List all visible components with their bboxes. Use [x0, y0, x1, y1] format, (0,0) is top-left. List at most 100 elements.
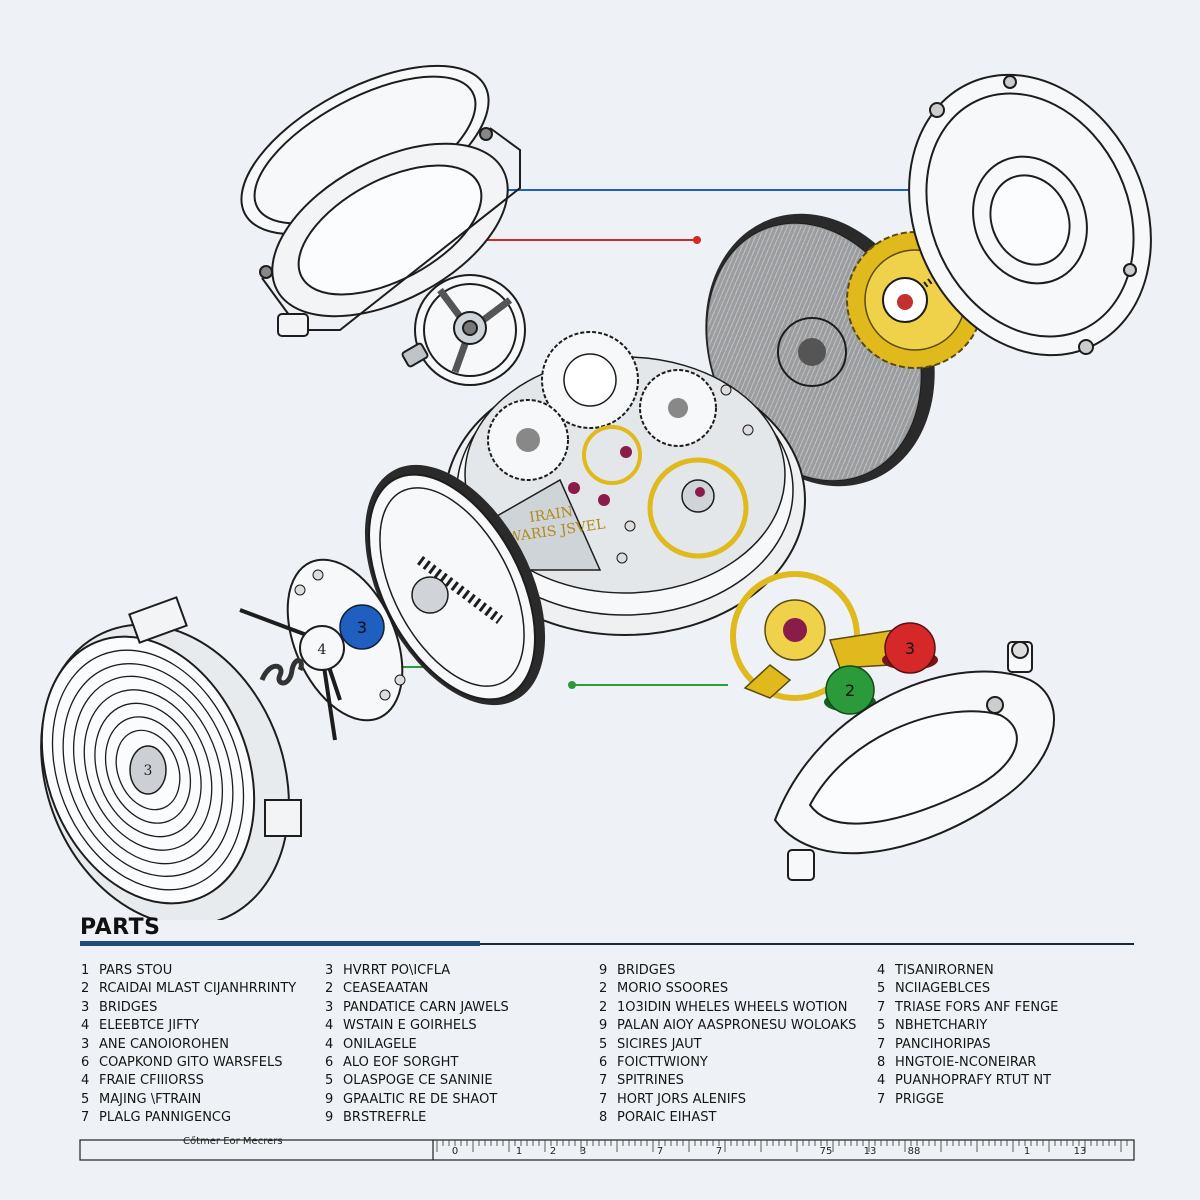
- parts-item-label: FRAIE CFIIIORSS: [99, 1073, 204, 1089]
- parts-item-number: 4: [877, 1073, 886, 1089]
- parts-item-label: PALAN AIOY AASPRONESU WOLOAKS: [617, 1018, 857, 1034]
- parts-list-item: 4 PUANHOPRAFY RTUT NT: [877, 1072, 1157, 1090]
- parts-item-label: HVRRT PO\ICFLA: [343, 963, 451, 978]
- parts-item-label: PRIGGE: [895, 1091, 945, 1107]
- scale-label: 13: [864, 1146, 877, 1157]
- parts-list-item: 7 PANCIHORIPAS: [877, 1036, 1157, 1054]
- parts-item-label: WSTAIN E GOIRHELS: [343, 1018, 477, 1034]
- parts-rule-accent: [80, 941, 480, 946]
- parts-item-number: 3: [81, 999, 90, 1015]
- scale-frame: [79, 1139, 1135, 1161]
- parts-item-number: 1: [81, 963, 90, 978]
- parts-item-label: BRIDGES: [99, 999, 158, 1015]
- parts-item-number: 5: [877, 981, 886, 997]
- parts-list-item: 2 1O3IDIN WHELES WHEELS WOTION: [599, 999, 879, 1017]
- parts-item-number: 9: [325, 1091, 334, 1107]
- parts-item-number: 7: [599, 1073, 608, 1089]
- parts-title: PARTS: [80, 915, 161, 940]
- parts-item-label: OLASPOGE CE SANINIE: [343, 1073, 493, 1089]
- parts-list-item: 5 SICIRES JAUT: [599, 1036, 879, 1054]
- parts-item-number: 7: [877, 1036, 886, 1052]
- parts-list-item: 2 CEASEAATAN: [325, 980, 605, 998]
- parts-item-label: SICIRES JAUT: [617, 1036, 702, 1052]
- scale-label: 75: [820, 1146, 833, 1157]
- parts-item-number: 7: [877, 1091, 886, 1107]
- parts-list-item: 6 FOICTTWIONY: [599, 1054, 879, 1072]
- parts-item-label: PANCIHORIPAS: [895, 1036, 991, 1052]
- parts-list-item: 5 OLASPOGE CE SANINIE: [325, 1072, 605, 1090]
- parts-item-number: 5: [325, 1073, 334, 1089]
- parts-item-number: 3: [325, 999, 334, 1015]
- parts-list-item: 7 HORT JORS ALENIFS: [599, 1091, 879, 1109]
- parts-item-label: 1O3IDIN WHELES WHEELS WOTION: [617, 999, 848, 1015]
- parts-item-number: 9: [325, 1110, 334, 1126]
- parts-list-item: 4 TISANIRORNEN: [877, 962, 1157, 980]
- parts-item-number: 4: [81, 1018, 90, 1034]
- parts-item-number: 7: [877, 999, 886, 1015]
- parts-item-label: RCAIDAI MLAST CIJANHRRINTY: [99, 981, 297, 997]
- parts-item-number: 3: [81, 1036, 90, 1052]
- parts-item-label: CEASEAATAN: [343, 981, 429, 997]
- parts-list-item: 6 ALO EOF SORGHT: [325, 1054, 605, 1072]
- parts-item-label: TRIASE FORS ANF FENGE: [895, 999, 1059, 1015]
- parts-item-number: 6: [325, 1054, 334, 1070]
- parts-item-label: HORT JORS ALENIFS: [617, 1091, 747, 1107]
- parts-item-label: TISANIRORNEN: [895, 963, 994, 978]
- case-back-part: [908, 73, 1152, 357]
- parts-list-item: 3 PANDATICE CARN JAWELS: [325, 999, 605, 1017]
- parts-list-item: 7 PRIGGE: [877, 1091, 1157, 1109]
- scale-label: 1: [1024, 1146, 1030, 1157]
- parts-item-number: 7: [599, 1091, 608, 1107]
- parts-item-label: FOICTTWIONY: [617, 1054, 708, 1070]
- parts-item-number: 8: [599, 1110, 608, 1126]
- balance-bridge-part: [730, 571, 896, 701]
- scale-label: 0: [452, 1146, 458, 1157]
- parts-list-item: 1 PARS STOU: [81, 962, 361, 980]
- parts-item-number: 4: [877, 963, 886, 978]
- parts-item-label: COAPKOND GITO WARSFELS: [99, 1054, 283, 1070]
- parts-item-number: 5: [81, 1091, 90, 1107]
- parts-item-number: 2: [599, 981, 608, 997]
- parts-item-number: 6: [599, 1054, 608, 1070]
- parts-item-label: PUANHOPRAFY RTUT NT: [895, 1073, 1052, 1089]
- parts-item-number: 5: [599, 1036, 608, 1052]
- parts-item-label: ALO EOF SORGHT: [343, 1054, 459, 1070]
- green-callout-label: 2: [845, 681, 855, 700]
- parts-item-label: PARS STOU: [99, 963, 173, 978]
- parts-list-item: 6 COAPKOND GITO WARSFELS: [81, 1054, 361, 1072]
- part-number-3: 3: [144, 763, 153, 779]
- scale-caption: Cőtmer Eor Mecrers: [183, 1136, 283, 1147]
- scale-label: 88: [908, 1146, 921, 1157]
- parts-item-number: 3: [325, 963, 334, 978]
- parts-list-item: 4 ELEEBTCE JIFTY: [81, 1017, 361, 1035]
- blue-callout-marker: 3: [339, 604, 385, 650]
- parts-item-label: PORAIC EIHAST: [617, 1110, 717, 1126]
- parts-item-number: 9: [599, 1018, 608, 1034]
- parts-item-number: 4: [325, 1018, 334, 1034]
- parts-item-number: 2: [599, 999, 608, 1015]
- green-callout-button: 2: [824, 665, 876, 715]
- scale-label: 1: [516, 1146, 522, 1157]
- parts-rule: [80, 943, 1134, 945]
- parts-item-label: PANDATICE CARN JAWELS: [343, 999, 509, 1015]
- parts-item-label: BRIDGES: [617, 963, 676, 978]
- movement-engraving-1: IRAIN: [528, 504, 574, 526]
- red-connector-dot-right: [693, 236, 701, 244]
- scale-label: 2: [550, 1146, 556, 1157]
- parts-item-label: ELEEBTCE JIFTY: [99, 1018, 200, 1034]
- part-number-4: 4: [318, 642, 327, 658]
- main-movement-part: IRAIN WARIS JSVEL: [444, 331, 806, 636]
- parts-list-item: 8 PORAIC EIHAST: [599, 1109, 879, 1127]
